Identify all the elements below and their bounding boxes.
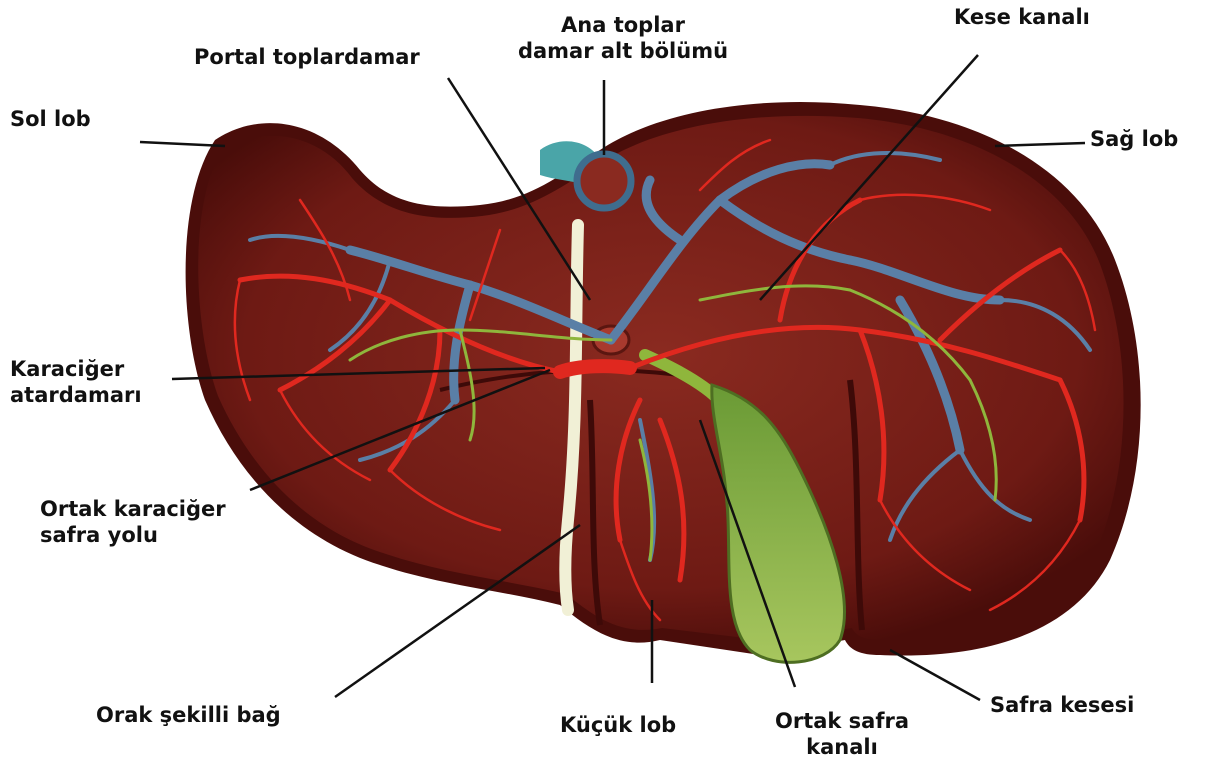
liver-surface [198, 116, 1123, 641]
label-karaciger-atardamari: Karaciğer atardamarı [10, 356, 142, 408]
label-kese-kanali: Kese kanalı [954, 4, 1090, 30]
leader-sag-lob [995, 143, 1085, 146]
label-portal-toplardamar: Portal toplardamar [194, 44, 420, 70]
hepatic-artery [560, 366, 630, 372]
label-safra-kesesi: Safra kesesi [990, 692, 1134, 718]
label-ana-toplar-damar: Ana toplar damar alt bölümü [500, 12, 746, 64]
hepatic-vein-ring [577, 154, 631, 208]
label-ortak-safra-kanali: Ortak safra kanalı [742, 708, 942, 760]
label-sag-lob: Sağ lob [1090, 126, 1178, 152]
label-orak-sekilli-bag: Orak şekilli bağ [96, 702, 281, 728]
leader-safra-kesesi [890, 650, 980, 700]
label-sol-lob: Sol lob [10, 106, 91, 132]
label-kucuk-lob: Küçük lob [560, 712, 676, 738]
label-ortak-karaciger-safra-yolu: Ortak karaciğer safra yolu [40, 496, 226, 548]
leader-sol-lob [140, 142, 225, 146]
